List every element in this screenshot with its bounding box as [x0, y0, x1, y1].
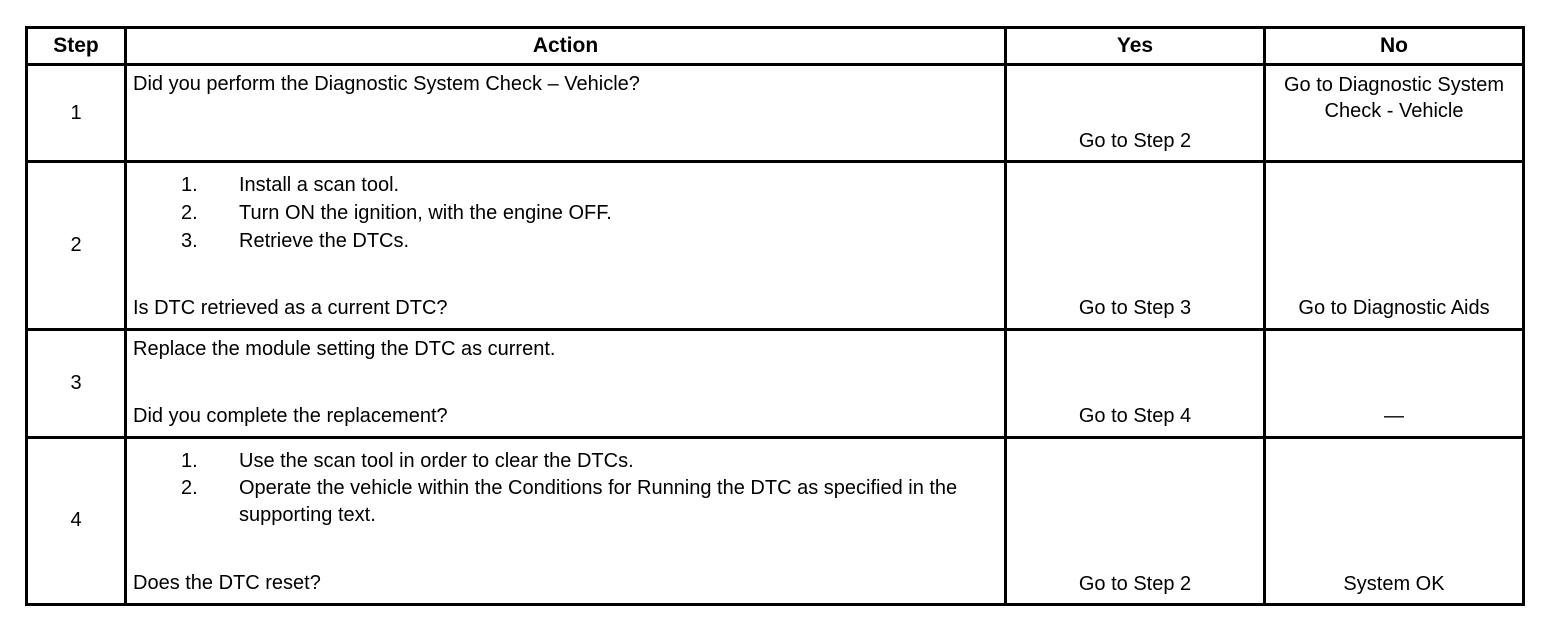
yes-answer-text: Go to Step 3 [1078, 297, 1192, 320]
list-item: 2. Turn ON the ignition, with the engine… [133, 200, 998, 227]
action-tail-text: Did you complete the replacement? [133, 404, 448, 427]
action-lead-text: Replace the module setting the DTC as cu… [133, 337, 556, 360]
list-item-text: Install a scan tool. [239, 174, 400, 197]
yes-answer-cell: Go to Step 2 [1004, 435, 1266, 607]
action-cell: Replace the module setting the DTC as cu… [124, 327, 1007, 439]
no-answer-text: Go to Diagnostic System Check - Vehicle [1283, 74, 1505, 123]
column-header-action: Action [124, 26, 1007, 66]
table-row: 4 1. Use the scan tool in order to clear… [25, 435, 1525, 607]
table-row: 1 Did you perform the Diagnostic System … [25, 62, 1525, 164]
no-answer-cell: Go to Diagnostic System Check - Vehicle [1263, 62, 1525, 164]
step-number-cell: 4 [25, 435, 127, 607]
yes-answer-cell: Go to Step 4 [1004, 327, 1266, 439]
no-answer-cell: — [1263, 327, 1525, 439]
list-item-number: 1. [181, 174, 198, 197]
yes-answer-text: Go to Step 2 [1078, 572, 1192, 595]
list-item-text: Use the scan tool in order to clear the … [239, 449, 634, 472]
no-answer-cell: System OK [1263, 435, 1525, 607]
action-cell: 1. Install a scan tool. 2. Turn ON the i… [124, 160, 1007, 331]
list-item-number: 2. [181, 477, 198, 500]
list-item-text: Retrieve the DTCs. [239, 229, 410, 252]
action-step-list: 1. Use the scan tool in order to clear t… [133, 448, 998, 530]
yes-answer-cell: Go to Step 2 [1004, 62, 1266, 164]
no-answer-cell: Go to Diagnostic Aids [1263, 160, 1525, 331]
column-header-step: Step [25, 26, 127, 66]
action-tail-text: Is DTC retrieved as a current DTC? [133, 296, 448, 319]
list-item-number: 1. [181, 449, 198, 472]
column-header-no: No [1263, 26, 1525, 66]
table-row: 3 Replace the module setting the DTC as … [25, 327, 1525, 439]
yes-answer-text: Go to Step 2 [1078, 129, 1192, 152]
action-tail-text [133, 153, 998, 154]
table-row: 2 1. Install a scan tool. 2. Turn ON the… [25, 160, 1525, 331]
action-tail-text: Does the DTC reset? [133, 572, 321, 594]
no-answer-text: — [1384, 405, 1404, 428]
action-cell: Did you perform the Diagnostic System Ch… [124, 62, 1007, 164]
no-answer-text: Go to Diagnostic Aids [1298, 297, 1490, 320]
yes-answer-cell: Go to Step 3 [1004, 160, 1266, 331]
list-item: 3. Retrieve the DTCs. [133, 228, 998, 255]
diagnostic-procedure-table: Step Action Yes No 1 Did you perform the… [25, 26, 1525, 607]
table-header: Step Action Yes No [25, 26, 1525, 66]
no-answer-text: System OK [1343, 572, 1445, 595]
list-item-number: 2. [181, 201, 198, 224]
list-item: 1. Install a scan tool. [133, 172, 998, 199]
step-number-cell: 3 [25, 327, 127, 439]
step-number-cell: 2 [25, 160, 127, 331]
step-number-cell: 1 [25, 62, 127, 164]
column-header-yes: Yes [1004, 26, 1266, 66]
table-body: 1 Did you perform the Diagnostic System … [25, 62, 1525, 607]
action-cell: 1. Use the scan tool in order to clear t… [124, 435, 1007, 607]
action-lead-text: Did you perform the Diagnostic System Ch… [133, 73, 640, 95]
list-item-text: Operate the vehicle within the Condition… [239, 477, 958, 526]
list-item: 1. Use the scan tool in order to clear t… [133, 448, 998, 475]
action-step-list: 1. Install a scan tool. 2. Turn ON the i… [133, 172, 998, 255]
header-row: Step Action Yes No [25, 26, 1525, 66]
list-item-text: Turn ON the ignition, with the engine OF… [239, 201, 612, 224]
list-item-number: 3. [181, 229, 198, 252]
list-item: 2. Operate the vehicle within the Condit… [133, 475, 998, 528]
yes-answer-text: Go to Step 4 [1078, 405, 1192, 428]
